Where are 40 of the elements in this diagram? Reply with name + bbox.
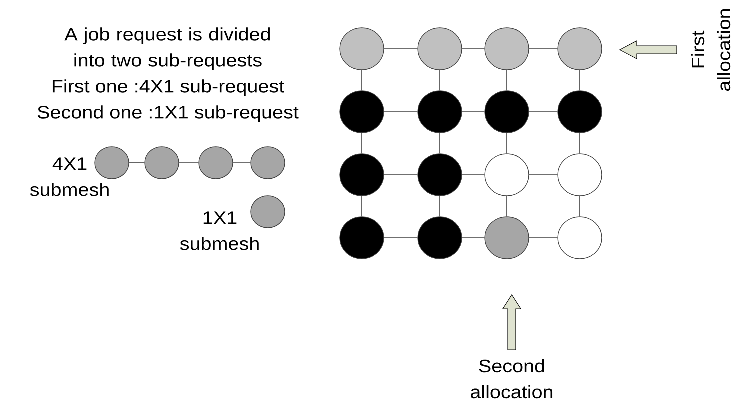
mesh-node-circle <box>558 216 602 260</box>
connector-line <box>528 48 558 50</box>
label-text: First one :4X1 sub-request <box>52 80 284 96</box>
label-text: 4X1 submesh <box>30 158 109 196</box>
mesh-node-circle <box>250 196 286 228</box>
connector-line <box>462 174 486 176</box>
mesh-node-circle <box>340 28 384 70</box>
connector-line <box>128 162 146 164</box>
connector-line <box>178 162 200 164</box>
mesh-node-circle <box>94 146 130 180</box>
mesh-node-circle <box>144 146 180 180</box>
mesh-node-circle <box>418 216 462 260</box>
label-text: A job request is divided into two sub-requests <box>64 28 270 70</box>
connector-line <box>384 174 418 176</box>
mesh-node-circle <box>198 146 234 180</box>
mesh-node-circle <box>484 90 530 134</box>
label-text: Second one :1X1 sub-request <box>38 106 299 122</box>
mesh-node-circle <box>250 146 286 180</box>
mesh-node-circle <box>558 154 602 196</box>
connector-line <box>384 48 418 50</box>
mesh-node-circle <box>340 154 384 196</box>
mesh-node-circle <box>484 216 530 260</box>
connector-line <box>462 48 486 50</box>
label-text: First allocation <box>691 9 731 91</box>
connector-line <box>506 196 508 218</box>
mesh-node-circle <box>340 216 384 260</box>
label-text: Second allocation <box>471 359 553 399</box>
label-text: 1X1 submesh <box>180 212 259 250</box>
connector-line <box>528 174 558 176</box>
connector-line <box>232 162 252 164</box>
mesh-node-circle <box>418 28 462 70</box>
connector-line <box>506 132 508 154</box>
mesh-node-circle <box>558 90 602 134</box>
mesh-node-circle <box>340 90 384 134</box>
mesh-node-circle <box>418 90 462 134</box>
mesh-node-circle <box>484 154 530 196</box>
connector-line <box>506 70 508 92</box>
mesh-node-circle <box>558 28 602 70</box>
mesh-node-circle <box>484 28 530 70</box>
mesh-node-circle <box>418 154 462 196</box>
